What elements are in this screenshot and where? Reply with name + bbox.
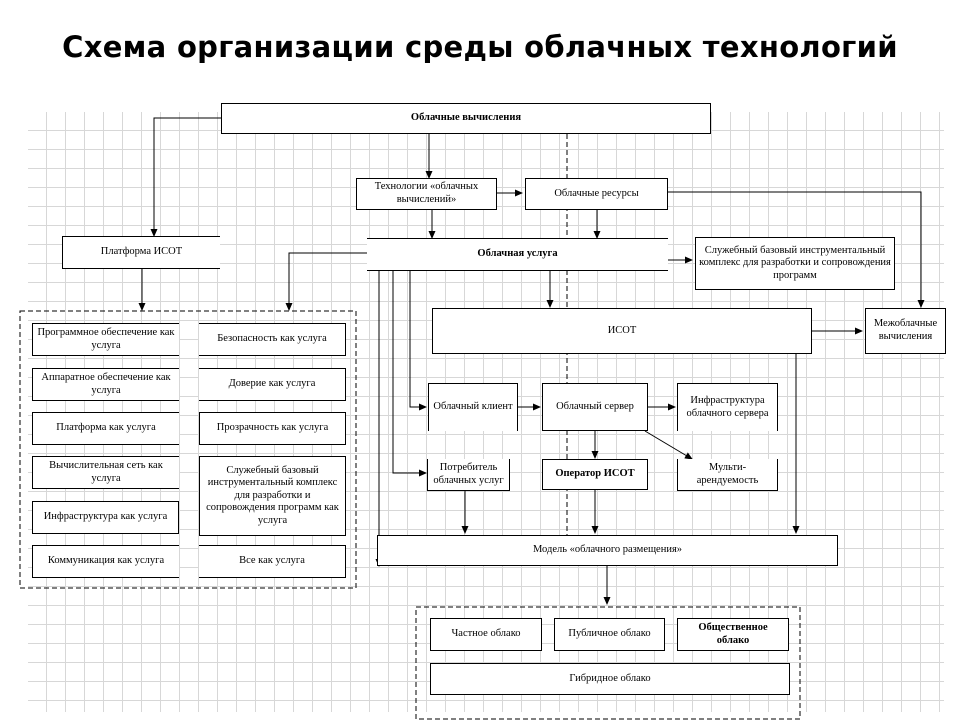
page-title: Схема организации среды облачных техноло… [62,30,898,64]
arrow-service-to-consumer [392,271,427,477]
operator-box: Оператор ИСОТ [542,459,648,490]
cloud-tech-box: Технологии «облачных вычислений» [356,178,497,210]
service-right-box: Служебный базовый инструментальный компл… [199,456,346,536]
private-cloud-box: Частное облако [430,618,542,651]
cloud-server-box: Облачный сервер [542,383,648,431]
multitenancy-box: Мульти-арендуемость [677,459,778,491]
services-group-frame [19,310,357,589]
cloud-service-box: Облачная услуга [367,238,668,271]
arrow-server-to-multitenancy [644,430,693,460]
arrow-service-to-client [409,271,427,411]
cloud-computing-box: Облачные вычисления [221,103,711,134]
service-right-box: Доверие как услуга [199,368,346,401]
service-right-box: Безопасность как услуга [199,323,346,356]
arrow-resources-to-intercloud [668,191,925,308]
service-left-box: Вычислительная сеть как услуга [32,456,179,489]
service-left-box: Программное обеспечение как услуга [32,323,179,356]
deployment-group-frame [415,606,801,720]
deployment-model-box: Модель «облачного размещения» [377,535,838,566]
public-cloud-box: Публичное облако [554,618,665,651]
arrow-service-to-services [285,252,367,311]
hybrid-cloud-box: Гибридное облако [430,663,790,695]
service-left-box: Инфраструктура как услуга [32,501,179,534]
service-left-box: Аппаратное обеспечение как услуга [32,368,179,401]
service-toolkit-top-box: Служебный базовый инструментальный компл… [695,237,895,290]
intercloud-box: Межоблачные вычисления [865,308,946,354]
service-right-box: Прозрачность как услуга [199,412,346,445]
cloud-client-box: Облачный клиент [428,383,518,431]
consumer-box: Потребитель облачных услуг [427,459,510,491]
platform-isot-box: Платформа ИСОТ [62,236,220,269]
service-right-box: Все как услуга [199,545,346,578]
isot-box: ИСОТ [432,308,812,354]
service-left-box: Платформа как услуга [32,412,179,445]
service-left-box: Коммуникация как услуга [32,545,179,578]
community-cloud-box: Общественное облако [677,618,789,651]
server-infra-box: Инфраструктура облачного сервера [677,383,778,431]
arrow-cc-to-platform [150,117,221,237]
cloud-resources-box: Облачные ресурсы [525,178,668,210]
